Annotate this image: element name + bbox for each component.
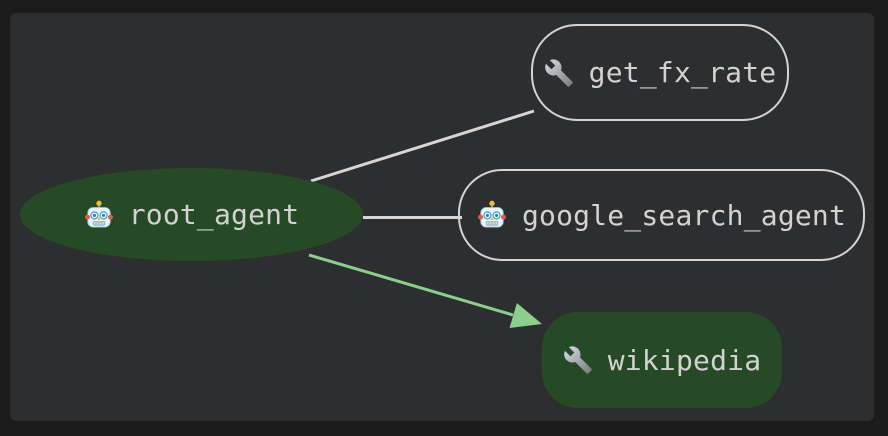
edge-root-to-get-fx-rate (310, 109, 535, 183)
node-label: wikipedia (607, 343, 762, 377)
robot-icon (477, 200, 507, 230)
agent-graph-canvas[interactable]: root_agent get_fx_rate (10, 13, 874, 421)
wrench-icon (544, 58, 574, 88)
node-wikipedia[interactable]: wikipedia (542, 312, 782, 408)
arrowhead-icon (509, 303, 542, 328)
wrench-icon (563, 345, 593, 375)
graph-edges (308, 109, 542, 328)
robot-icon (84, 200, 114, 230)
node-label: get_fx_rate (588, 56, 777, 89)
node-label: root_agent (128, 198, 300, 231)
node-root-agent[interactable]: root_agent (20, 168, 363, 261)
edge-root-to-wikipedia (308, 253, 514, 317)
node-label: google_search_agent (521, 198, 847, 232)
node-google-search-agent[interactable]: google_search_agent (458, 169, 865, 261)
node-get-fx-rate[interactable]: get_fx_rate (531, 24, 789, 121)
